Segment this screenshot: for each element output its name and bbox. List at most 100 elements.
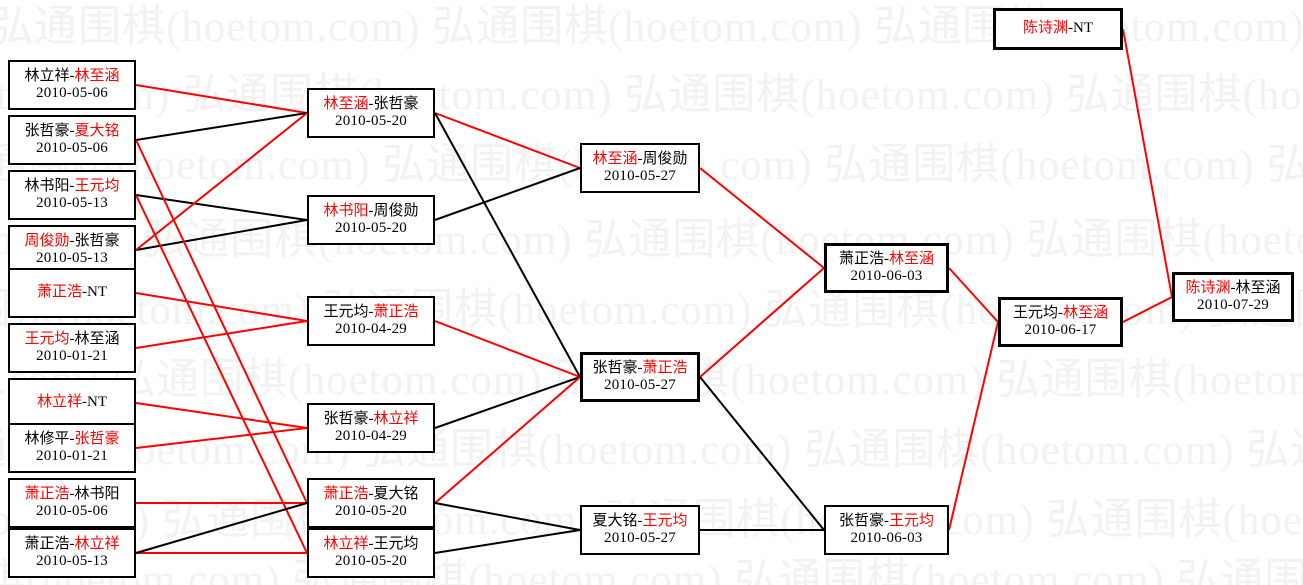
player-separator: -: [69, 430, 75, 447]
bracket-edge: [434, 529, 581, 554]
match-node[interactable]: 萧正浩-NT: [8, 268, 136, 318]
player-separator: -: [1058, 304, 1063, 321]
match-date: 2010-05-20: [335, 113, 407, 129]
match-date: 2010-07-29: [1197, 297, 1269, 313]
bracket-edge: [1122, 296, 1173, 323]
match-players: 林修平-张哲豪: [24, 431, 119, 448]
match-date: 2010-01-21: [36, 348, 108, 364]
match-date: 2010-05-06: [36, 503, 108, 519]
player-right: 张哲豪: [74, 430, 120, 447]
bracket-edge: [699, 376, 825, 531]
match-date: 2010-05-27: [604, 377, 676, 393]
player-separator: -: [69, 330, 75, 347]
match-players: 林立祥-NT: [37, 394, 107, 411]
match-players: 萧正浩-林至涵: [839, 251, 934, 268]
player-separator: -: [368, 535, 374, 552]
player-right: NT: [87, 394, 107, 411]
player-left: 林立祥: [36, 394, 82, 411]
match-players: 张哲豪-夏大铭: [24, 123, 119, 140]
match-players: 萧正浩-NT: [37, 284, 107, 301]
player-right: 周俊勋: [642, 150, 688, 167]
match-players: 王元均-林至涵: [24, 331, 119, 348]
bracket-edge: [135, 219, 308, 251]
player-separator: -: [637, 359, 643, 376]
player-right: 萧正浩: [642, 359, 688, 376]
player-right: 林书阳: [74, 485, 120, 502]
player-left: 林至涵: [323, 95, 369, 112]
player-right: 林至涵: [889, 250, 935, 267]
player-separator: -: [69, 122, 75, 139]
player-left: 陈诗渊: [1185, 279, 1231, 296]
bracket-edge: [434, 376, 581, 429]
bracket-edge: [135, 194, 308, 221]
match-date: 2010-04-29: [335, 321, 407, 337]
bracket-edge: [135, 139, 308, 504]
watermark-text: 弘通围棋(hoetom.com) 弘通围棋(hoetom.com) 弘通围棋(h…: [0, 72, 1303, 119]
player-right: 王元均: [642, 512, 688, 529]
player-left: 张哲豪: [592, 359, 638, 376]
match-players: 张哲豪-萧正浩: [592, 360, 687, 377]
match-players: 萧正浩-林书阳: [24, 486, 119, 503]
player-right: 王元均: [373, 535, 419, 552]
match-date: 2010-05-27: [604, 168, 676, 184]
match-date: 2010-05-06: [36, 85, 108, 101]
match-date: 2010-05-06: [36, 140, 108, 156]
match-node[interactable]: 陈诗渊-NT: [993, 8, 1123, 50]
match-node[interactable]: 林立祥-NT: [8, 378, 136, 428]
player-separator: -: [368, 95, 374, 112]
match-date: 2010-05-20: [335, 553, 407, 569]
player-right: 林立祥: [373, 410, 419, 427]
player-right: 林立祥: [74, 535, 120, 552]
player-separator: -: [82, 394, 87, 411]
watermark-text: 弘通围棋(hoetom.com) 弘通围棋(hoetom.com) 弘通围棋(h…: [0, 427, 1303, 474]
player-separator: -: [368, 410, 374, 427]
player-separator: -: [69, 485, 75, 502]
player-right: 张哲豪: [373, 95, 419, 112]
player-separator: -: [368, 485, 374, 502]
player-separator: -: [69, 177, 75, 194]
match-players: 王元均-萧正浩: [323, 304, 418, 321]
player-left: 王元均: [24, 330, 70, 347]
player-separator: -: [637, 150, 643, 167]
player-separator: -: [1068, 20, 1073, 37]
player-separator: -: [69, 67, 75, 84]
bracket-edge: [699, 267, 825, 378]
match-players: 萧正浩-夏大铭: [323, 486, 418, 503]
match-date: 2010-06-03: [850, 530, 923, 546]
match-date: 2010-05-13: [36, 195, 108, 211]
match-players: 林立祥-王元均: [323, 536, 418, 553]
player-left: 张哲豪: [323, 410, 369, 427]
player-right: 张哲豪: [74, 232, 120, 249]
match-players: 陈诗渊-林至涵: [1185, 280, 1280, 297]
player-separator: -: [884, 512, 889, 529]
match-date: 2010-05-13: [36, 553, 108, 569]
player-separator: -: [82, 284, 87, 301]
player-left: 萧正浩: [36, 284, 82, 301]
player-left: 王元均: [1012, 304, 1058, 321]
match-players: 林至涵-张哲豪: [323, 96, 418, 113]
player-left: 林立祥: [24, 67, 70, 84]
